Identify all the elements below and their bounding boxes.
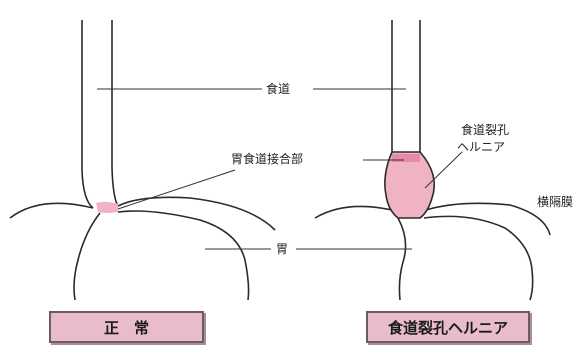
normal-diaphragm-left [10,203,93,218]
normal-gej-highlight [96,202,118,213]
hernia-stomach-left-wall [398,218,406,300]
label-diaphragm: 横隔膜 [537,195,573,209]
normal-stomach-left-wall [74,213,100,300]
label-esophagus: 食道 [266,82,290,96]
label-gej: 胃食道接合部 [231,152,303,166]
normal-stomach-right-wall [118,211,249,300]
label-stomach: 胃 [276,242,288,256]
hernia-diaphragm-left [315,206,392,218]
label-hernia-line1: 食道裂孔 [461,123,509,137]
caption-hernia: 食道裂孔ヘルニア [366,311,530,343]
hernia-diaphragm-right [426,203,550,235]
hernia-gej-band [392,154,420,162]
normal-esophagus-right-wall [112,20,118,206]
hernia-stomach-right-wall [424,216,533,300]
normal-diaphragm-right [118,197,275,230]
label-hernia-line2: ヘルニア [457,140,505,154]
normal-esophagus-left-wall [82,20,93,208]
hernia-anatomy [315,20,550,300]
caption-normal: 正 常 [49,311,204,343]
